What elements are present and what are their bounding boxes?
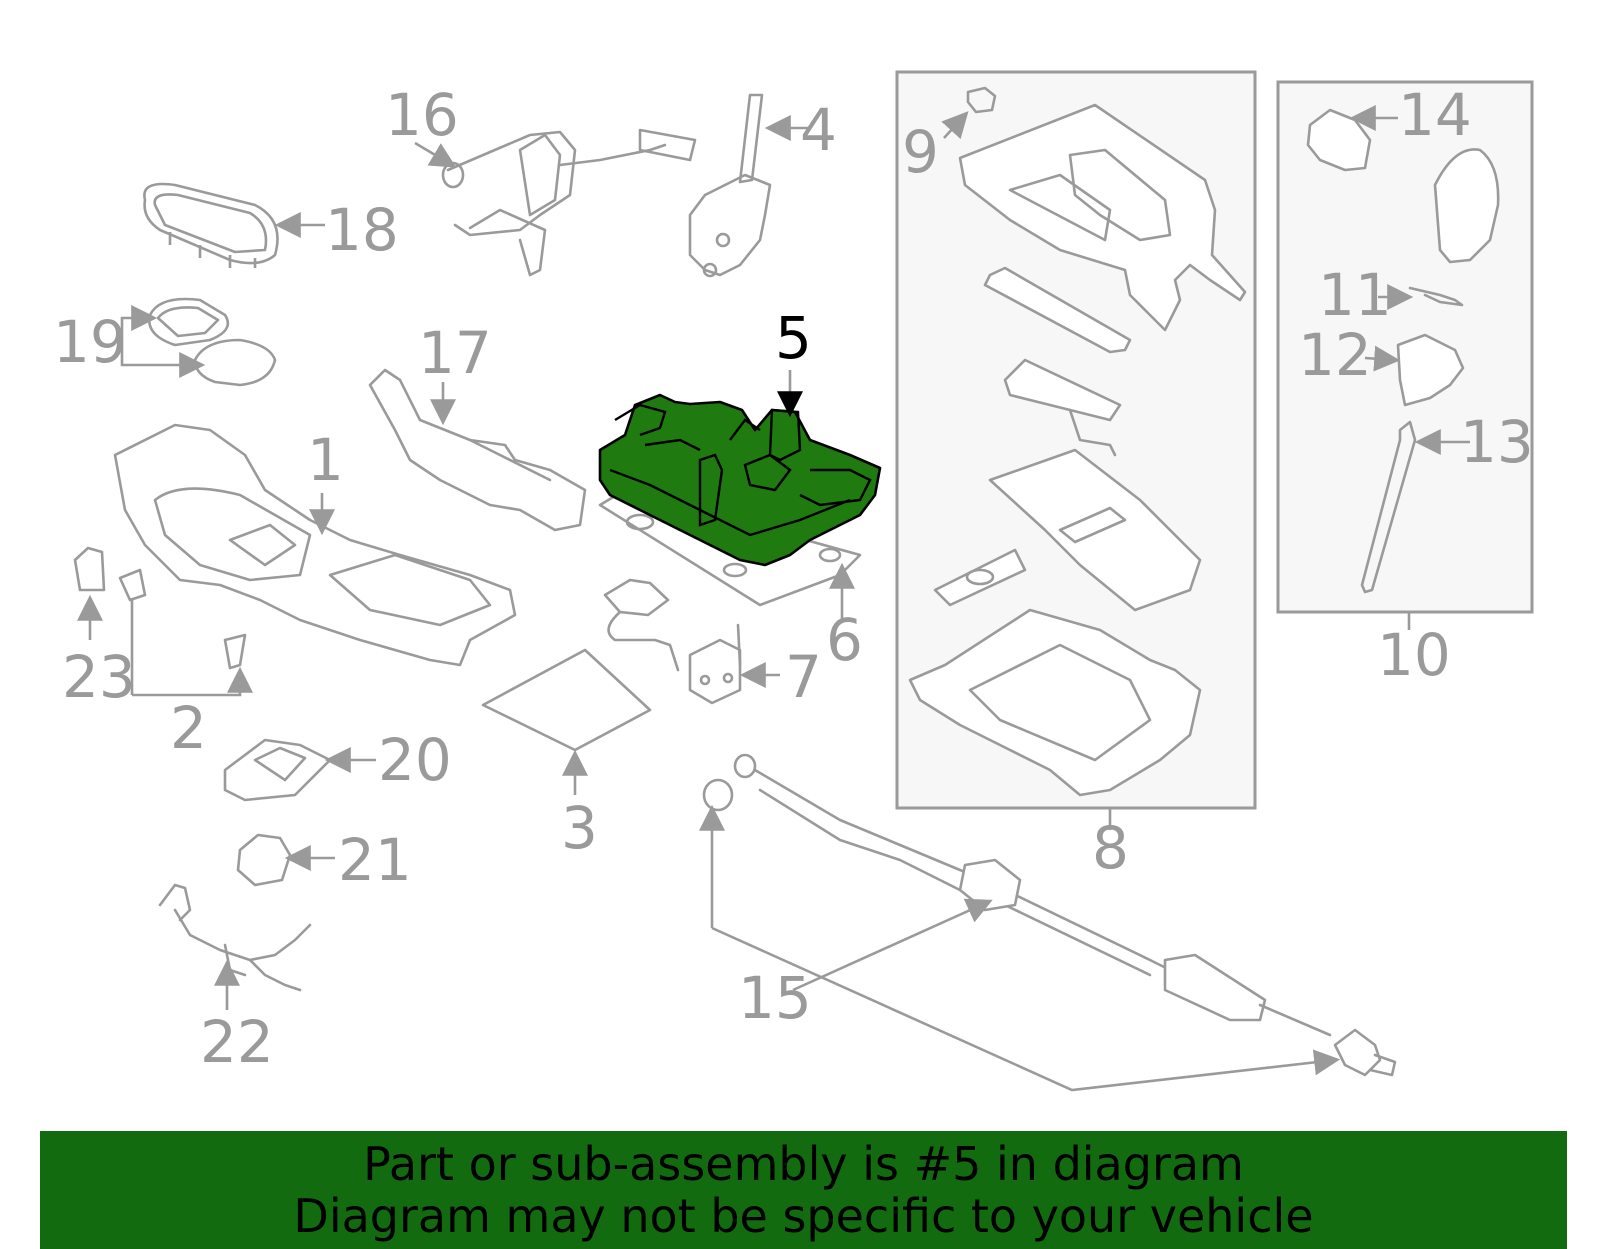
part-17-trim[interactable] [368,368,587,532]
callout-22[interactable]: 22 [200,1008,274,1076]
callout-1[interactable]: 1 [307,426,344,494]
banner-line-2: Diagram may not be specific to your vehi… [293,1189,1314,1243]
part-7-solenoid[interactable] [603,578,742,705]
leader-lines [77,105,1470,1092]
part-19-seals[interactable] [148,297,277,387]
part-11-spring[interactable] [1408,286,1464,307]
callout-3[interactable]: 3 [561,794,598,862]
part-13-rod[interactable] [1360,420,1417,594]
part-8-plate[interactable] [933,548,1027,607]
part-12-boot[interactable] [1396,333,1465,407]
callout-14[interactable]: 14 [1398,81,1472,149]
part-8-indicator[interactable] [1003,358,1122,457]
callout-4[interactable]: 4 [800,96,837,164]
callout-6[interactable]: 6 [826,606,863,674]
banner-line-1: Part or sub-assembly is #5 in diagram [363,1137,1244,1191]
callout-23[interactable]: 23 [62,643,136,711]
part-15-cable[interactable] [702,753,1397,1077]
callout-2[interactable]: 2 [170,694,207,762]
part-22-harness[interactable] [158,883,312,992]
info-banner: Part or sub-assembly is #5 in diagram Di… [40,1131,1567,1249]
part-10-knob[interactable] [1433,148,1500,264]
part-21-module[interactable] [236,833,292,887]
part-8-strip[interactable] [983,266,1132,354]
callout-5[interactable]: 5 [775,304,812,372]
callout-8[interactable]: 8 [1092,814,1129,882]
part-8-housing[interactable] [908,608,1202,797]
callout-18[interactable]: 18 [325,196,399,264]
part-8-bezel[interactable] [958,103,1247,332]
callout-10[interactable]: 10 [1377,621,1451,689]
part-18-trim-ring[interactable] [143,182,279,268]
part-8-cover[interactable] [988,448,1202,612]
callout-15[interactable]: 15 [738,964,812,1032]
callout-13[interactable]: 13 [1460,408,1534,476]
callout-21[interactable]: 21 [338,826,412,894]
part-9-clip[interactable] [966,86,997,114]
callout-9[interactable]: 9 [902,118,939,186]
callout-17[interactable]: 17 [418,319,492,387]
part-4-shift-lever[interactable] [688,93,772,278]
callout-11[interactable]: 11 [1318,261,1392,329]
callout-labels: 1 2 3 4 5 6 7 8 9 10 11 12 13 14 15 16 1… [53,81,1534,1076]
part-16-bracket[interactable] [441,128,697,277]
callout-16[interactable]: 16 [385,81,459,149]
part-5-shifter-assembly[interactable] [598,393,882,567]
callout-20[interactable]: 20 [378,726,452,794]
part-20-switch[interactable] [223,738,332,802]
callout-7[interactable]: 7 [785,643,822,711]
part-23-clip[interactable] [73,546,106,592]
part-3-pad[interactable] [481,648,652,752]
callout-12[interactable]: 12 [1298,321,1372,389]
callout-19[interactable]: 19 [53,308,127,376]
part-1-console[interactable] [113,423,517,667]
